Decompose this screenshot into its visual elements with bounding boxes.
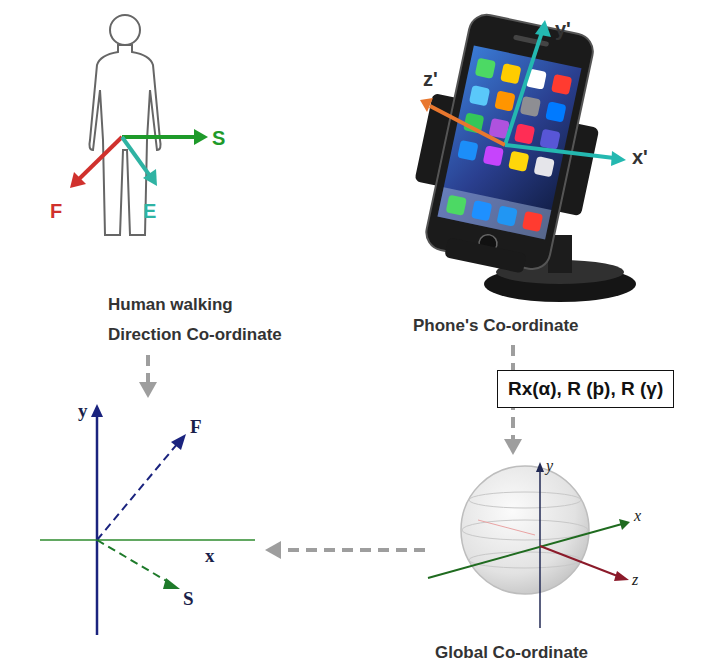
dashed-arrow	[139, 355, 157, 398]
global-coordinate-group: y x zGlobal Co-ordinate	[425, 455, 685, 667]
arrow-head	[265, 541, 281, 559]
caption-text: Phone's Co-ordinate	[413, 311, 579, 341]
axis-label: F	[50, 200, 62, 223]
direction-plot	[40, 404, 255, 635]
axis-label: x	[634, 507, 641, 525]
globe-illustration	[428, 462, 630, 628]
phone-coordinate-group: y' z' x' Phone's Co-ordinate	[405, 5, 705, 345]
caption-text: Human walking Direction Co-ordinate	[108, 290, 293, 350]
axis-label: E	[143, 200, 156, 223]
axis-label: S	[183, 588, 194, 610]
axis-label: z'	[423, 68, 438, 91]
caption-text: Global Co-ordinate	[435, 638, 588, 667]
dashed-arrow	[265, 541, 425, 559]
phone-illustration	[400, 7, 636, 302]
axis-label: x	[205, 545, 215, 567]
axis-label: y	[78, 400, 88, 422]
axis-label: x'	[632, 146, 648, 169]
axis-label: y	[546, 457, 553, 475]
axis-label: z	[632, 571, 638, 589]
arrow-head	[139, 382, 157, 398]
rotation-label-box: Rx(α), R (þ), R (γ)	[497, 370, 674, 408]
dashed-line	[277, 548, 425, 552]
dashed-line	[146, 355, 150, 386]
axis-label: y'	[555, 18, 571, 41]
human-coordinate-group: S F E Human walking Direction Co-ordinate	[40, 10, 297, 355]
arrow-head	[504, 439, 522, 455]
axis-label: S	[212, 127, 225, 150]
axis-label: F	[190, 416, 202, 438]
human-figure	[70, 15, 208, 235]
direction-plot-group: yFxS	[40, 398, 265, 638]
